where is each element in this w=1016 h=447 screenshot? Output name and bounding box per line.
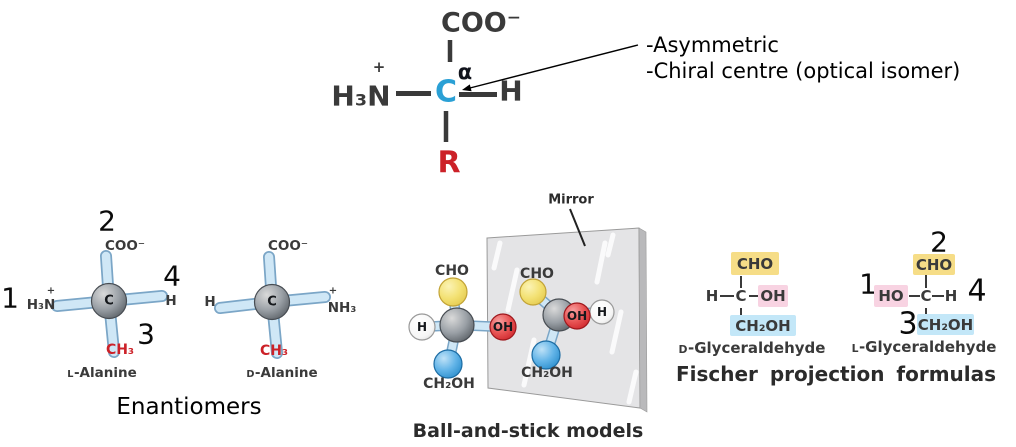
l-glyc-name-rest: -Glyceraldehyde	[858, 338, 997, 356]
d-glyc-oh-label: OH	[760, 287, 786, 305]
d-glyc-bond-top	[739, 276, 742, 288]
alpha-carbon-label: C	[434, 74, 458, 110]
l-glyc-ch2oh-label: CH₂OH	[917, 315, 974, 334]
amino-charge-label: +	[372, 58, 386, 76]
l-glyc-c-label: C	[920, 287, 932, 305]
d-alanine-amino-label: NH₃	[327, 300, 357, 316]
mirror-pointer-line	[569, 208, 586, 247]
right-molecule-ch2oh-label: CH₂OH	[521, 365, 573, 381]
l-alanine-carboxyl-label: COO⁻	[105, 238, 145, 254]
d-glyc-oh-highlight: OH	[758, 285, 788, 307]
right-molecule-cho-label: CHO	[520, 266, 554, 282]
mirror-label: Mirror	[548, 192, 594, 208]
d-glyc-bond-bottom	[739, 307, 742, 317]
l-glyc-cho-label: CHO	[915, 255, 953, 274]
d-alanine-methyl-label: CH₃	[259, 343, 289, 359]
fischer-number-3: 3	[898, 306, 918, 342]
priority-number-1: 1	[1, 281, 19, 315]
fischer-number-2: 2	[930, 225, 948, 259]
right-molecule-h-atom-label: H	[596, 305, 608, 319]
d-glyceraldehyde-name: D-Glyceraldehyde	[679, 339, 826, 357]
ball-and-stick-caption: Ball-and-stick models	[412, 420, 644, 442]
priority-number-4: 4	[163, 259, 181, 293]
l-glyc-bond-top	[924, 275, 928, 288]
d-glyc-cho-highlight: CHO	[731, 252, 779, 275]
l-glyc-bond-right	[932, 294, 944, 297]
d-glyc-name-prefix: D	[678, 343, 688, 356]
l-alanine-carbon-atom-label: C	[104, 293, 114, 309]
l-alanine-name: L-Alanine	[67, 365, 137, 381]
l-glyceraldehyde-name: L-Glyceraldehyde	[852, 338, 997, 356]
d-glyc-c-label: C	[735, 287, 747, 305]
l-glyc-ho-label: HO	[878, 287, 904, 305]
l-alanine-h-label: H	[165, 293, 177, 309]
d-glyc-cho-label: CHO	[736, 254, 774, 273]
enantiomers-caption: Enantiomers	[116, 394, 262, 420]
l-glyc-h-label: H	[944, 287, 958, 305]
l-glyc-ho-highlight: HO	[874, 285, 908, 307]
fischer-number-4: 4	[967, 273, 987, 309]
l-alanine-methyl-label: CH₃	[105, 342, 135, 358]
d-glyc-ch2oh-highlight: CH₂OH	[730, 315, 796, 336]
left-molecule-oh-atom-label: OH	[492, 320, 514, 334]
d-alanine-carbon-atom-label: C	[267, 294, 277, 310]
right-ball-stick-molecule	[519, 278, 615, 370]
priority-number-3: 3	[137, 317, 155, 351]
l-alanine-model	[51, 250, 168, 358]
l-glyc-name-prefix: L	[851, 342, 859, 355]
l-alanine-name-rest: -Alanine	[73, 365, 137, 381]
l-alanine-name-prefix: L	[67, 369, 74, 380]
l-alanine-amino-label: H₃N	[26, 297, 56, 313]
annotation-arrow	[462, 44, 639, 92]
left-ball-stick-molecule	[408, 277, 517, 379]
alpha-carbon-structure-bonds	[396, 40, 497, 142]
d-glyc-name-rest: -Glyceraldehyde	[688, 339, 826, 357]
r-group-label: R	[437, 145, 461, 181]
left-molecule-ch2oh-label: CH₂OH	[423, 376, 475, 392]
l-glyc-ch2oh-highlight: CH₂OH	[917, 314, 974, 335]
d-glyc-bond-right	[748, 294, 759, 297]
l-glyc-bond-bottom	[924, 307, 928, 316]
d-glyc-bond-left	[720, 294, 734, 297]
hydrogen-label: H	[499, 74, 523, 108]
d-alanine-amino-charge: +	[328, 285, 338, 297]
l-alanine-amino-charge: +	[46, 285, 56, 297]
d-alanine-carboxyl-label: COO⁻	[268, 238, 308, 254]
priority-number-2: 2	[98, 204, 116, 238]
carboxyl-group-label: COO⁻	[441, 7, 521, 39]
left-molecule-cho-label: CHO	[435, 263, 469, 279]
d-alanine-name-prefix: D	[246, 369, 255, 380]
d-alanine-name-rest: -Alanine	[254, 365, 318, 381]
d-glyc-ch2oh-label: CH₂OH	[735, 316, 791, 335]
annotation-line-1: -Asymmetric	[646, 33, 779, 57]
alpha-symbol: α	[457, 60, 473, 84]
fischer-number-1: 1	[859, 267, 877, 301]
d-alanine-name: D-Alanine	[246, 365, 317, 381]
fischer-caption: Fischer projection formulas	[675, 362, 997, 386]
mirror-streaks	[491, 232, 639, 405]
d-alanine-model	[214, 251, 331, 359]
d-alanine-h-label: H	[204, 294, 216, 310]
right-molecule-oh-atom-label: OH	[566, 309, 588, 323]
l-glyc-bond-left	[908, 294, 920, 297]
amino-group-label: H₃N	[331, 79, 391, 113]
d-glyc-h-label: H	[705, 287, 719, 305]
annotation-text: -Asymmetric -Chiral centre (optical isom…	[646, 32, 960, 84]
left-molecule-h-atom-label: H	[416, 320, 428, 334]
annotation-line-2: -Chiral centre (optical isomer)	[646, 59, 961, 83]
l-glyc-cho-highlight: CHO	[913, 254, 955, 275]
